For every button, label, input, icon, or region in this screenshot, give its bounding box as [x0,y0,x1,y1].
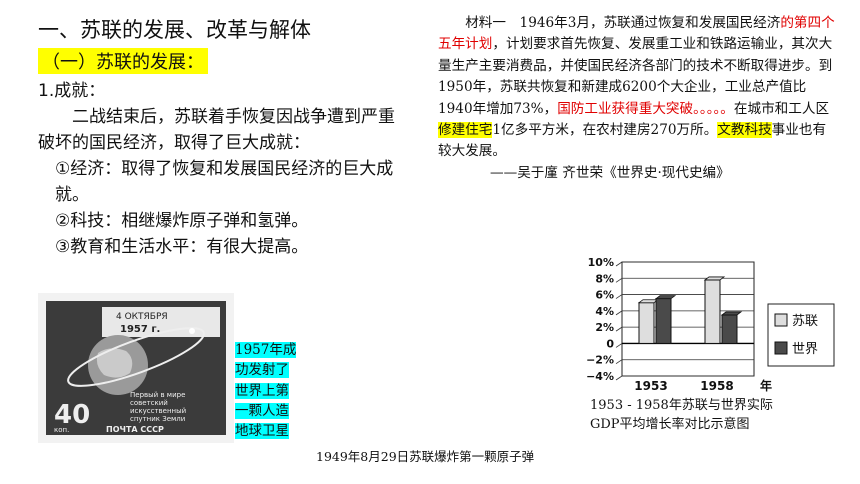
material-text-c: 在城市和工人区 [733,100,830,117]
stamp-caption-line-3: 世界上第 [235,382,289,399]
gridline-depth [615,375,623,381]
bar [704,279,721,344]
stamp-caption-line-5: 地球卫星 [235,423,289,440]
stamp-caption-line: 1957年成 [235,340,307,360]
y-tick-label: 10% [588,256,614,269]
legend-swatch [774,313,788,327]
stamp-date-1: 4 ОКТЯБРЯ [116,312,168,322]
achievements-label: 1.成就： [38,81,106,101]
material-text-d: 1亿多平方米，在农村建房270万所。 [492,122,718,139]
bar [638,302,655,344]
stamp-face: 4 ОКТЯБРЯ 1957 г. 40 Первый в мире совет… [46,301,226,435]
y-tick-label: 8% [595,272,614,285]
material-hl-culture: 文教科技 [717,122,772,139]
page-title: 一、苏联的发展、改革与解体 [38,18,311,42]
gridline-depth [615,359,623,365]
atomic-bomb-caption: 1949年8月29日苏联爆炸第一颗原子弹 [316,449,535,464]
stamp-date-2: 1957 г. [120,324,160,335]
stamp-caption-line: 地球卫星 [235,421,307,441]
stamp-text-3: искусственный [130,407,186,415]
stamp-caption: 1957年成 功发射了 世界上第 一颗人造 地球卫星 [235,340,307,441]
gridline-depth [615,310,623,316]
stamp-currency: коп. [54,426,69,434]
material-red-defense: 国防工业获得重大突破。。。。。 [557,100,734,117]
stamp-text-4: спутник Земли [130,415,185,423]
achievement-science: ②科技：相继爆炸原子弹和氢弹。 [55,211,309,231]
stamp-text-2: советский [130,399,168,407]
chart-caption-line-1: 1953 - 1958年苏联与世界实际 [590,398,773,413]
material-one: 材料一 1946年3月，苏联通过恢复和发展国民经济的第四个五年计划，计划要求首先… [438,13,836,184]
y-tick-label: 0 [606,337,614,350]
y-tick-label: 4% [595,305,614,318]
bar-top [720,311,743,316]
x-tick-label: 1958 [700,379,733,393]
material-hl-housing: 修建住宅 [438,122,493,139]
stamp-caption-line-4: 一颗人造 [235,402,289,419]
legend-label: 世界 [792,342,818,357]
gridline-depth [615,261,623,267]
stamp-caption-line-2: 功发射了 [235,362,289,379]
section-subtitle: （一）苏联的发展： [38,48,208,74]
material-text-e: 事业也有较大发展。 [438,122,827,160]
material-text-b: ，计划要求首先恢复、发展重工业和铁路运输业，其次大量生产主要消费品，并使国民经济… [438,36,833,117]
stamp-caption-line: 功发射了 [235,360,307,380]
x-tick-label: 1953 [634,379,667,393]
x-axis-label: 年 [760,378,772,393]
material-paragraph: 材料一 1946年3月，苏联通过恢复和发展国民经济的第四个五年计划，计划要求首先… [438,13,836,163]
stamp-country: ПОЧТА СССР [106,425,164,434]
bar-top [637,299,660,304]
stamp-caption-line: 一颗人造 [235,401,307,421]
gridline-depth [615,294,623,299]
chart-caption: 1953 - 1958年苏联与世界实际 GDP平均增长率对比示意图 [590,396,820,434]
bar-top [703,276,726,281]
chart-caption-line-2: GDP平均增长率对比示意图 [590,417,750,432]
bar-top [654,295,677,300]
legend-label: 苏联 [792,313,818,329]
bar [721,314,738,344]
achievements-text: 1.成就： 二战结束后，苏联着手恢复因战争遭到严重破坏的国民经济，取得了巨大成就… [38,78,410,260]
material-source: ——吴于廑 齐世荣《世界史·现代史编》 [490,164,730,181]
achievements-intro: 二战结束后，苏联着手恢复因战争遭到严重破坏的国民经济，取得了巨大成就： [38,107,395,153]
bar [655,298,672,344]
gridline-depth [615,277,623,283]
stamp-illustration: 4 ОКТЯБРЯ 1957 г. 40 Первый в мире совет… [46,301,226,435]
achievement-economy: ①经济：取得了恢复和发展国民经济的巨大成就。 [55,159,394,205]
achievement-education: ③教育和生活水平：有很大提高。 [55,237,309,257]
y-tick-label: 6% [595,289,614,302]
stamp-caption-line: 世界上第 [235,381,307,401]
stamp-caption-line-1: 1957年成 [235,342,297,358]
legend-swatch [774,341,788,355]
gridline-depth [615,326,623,332]
material-red-plan: 的第四个五年计划 [438,15,835,53]
y-tick-label: −2% [586,354,614,367]
material-text-a: 材料一 1946年3月，苏联通过恢复和发展国民经济 [465,15,781,31]
sputnik-stamp: 4 ОКТЯБРЯ 1957 г. 40 Первый в мире совет… [38,293,234,443]
stamp-value: 40 [54,400,90,430]
y-tick-label: 2% [595,321,614,334]
stamp-text-1: Первый в мире [130,391,185,399]
y-tick-label: −4% [586,370,614,383]
gridline-depth [615,343,623,348]
